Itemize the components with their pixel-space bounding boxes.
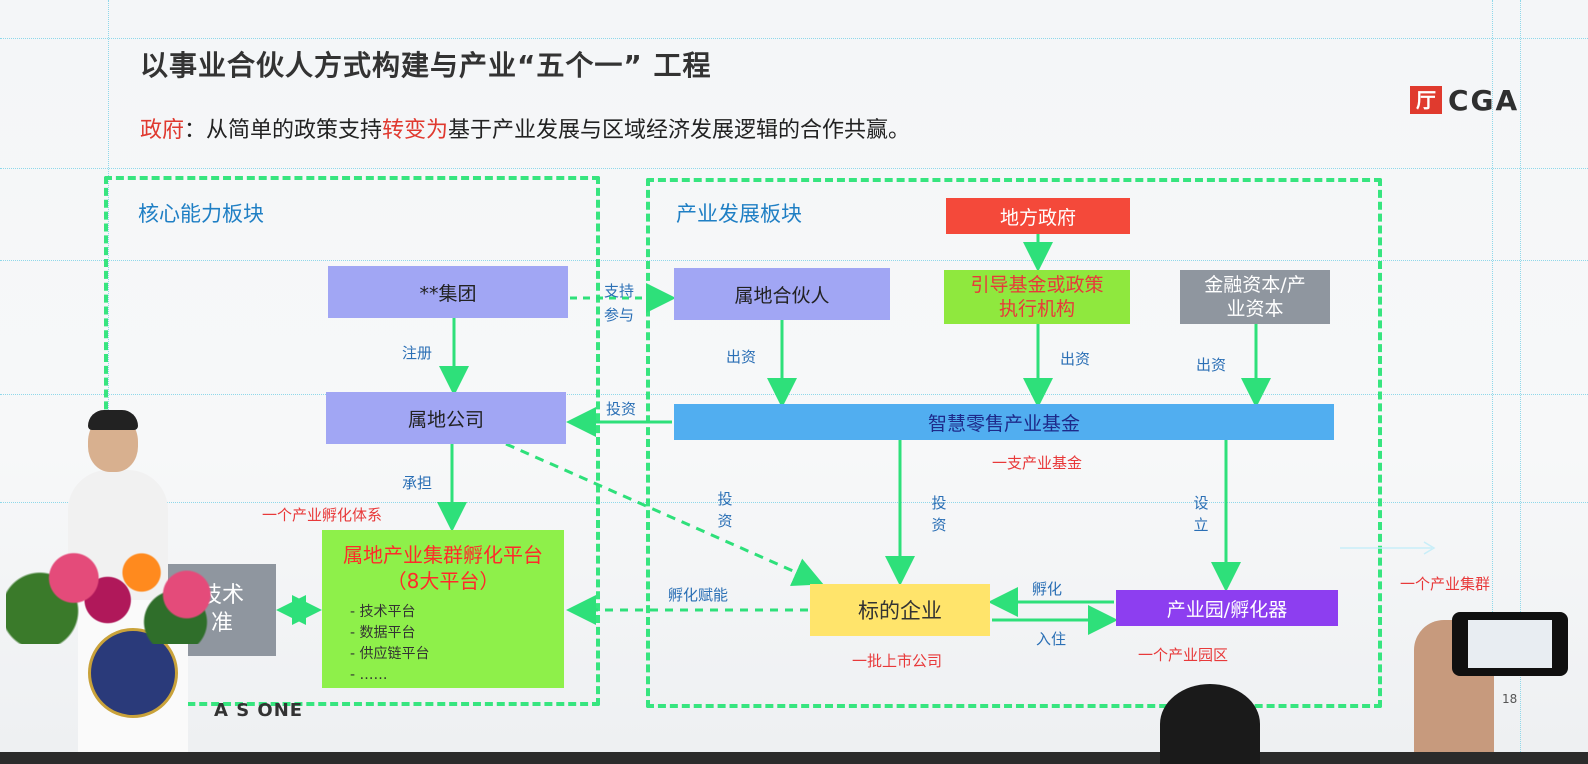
label-incubate: 孵化 — [1032, 580, 1063, 598]
node-incubation-platform: 属地产业集群孵化平台（8大平台） 技术平台 数据平台 供应链平台 …… — [322, 530, 564, 688]
cga-logo-mark: 厅 — [1410, 86, 1442, 114]
node-finance-capital: 金融资本/产业资本 — [1180, 270, 1330, 324]
note-listed-companies: 一批上市公司 — [852, 652, 943, 670]
label-invest-middle: 投资 — [931, 494, 947, 534]
flower-arrangement — [6, 534, 232, 644]
audience-head — [1160, 684, 1260, 764]
cga-logo-text: CGA — [1448, 84, 1520, 117]
subtitle-text-1: ：从简单的政策支持 — [184, 118, 383, 143]
arrow-company-to-target — [505, 442, 824, 587]
node-guide-fund: 引导基金或政策执行机构 — [944, 270, 1130, 324]
label-register: 注册 — [402, 344, 433, 362]
guide-line — [0, 38, 1588, 39]
guide-line — [1520, 0, 1521, 752]
guide-line — [0, 260, 1588, 261]
page-number: 18 — [1502, 692, 1518, 706]
guide-line — [1492, 0, 1493, 752]
arrow-to-cluster-head — [1423, 541, 1436, 555]
slide-subtitle: 政府：从简单的政策支持转变为基于产业发展与区域经济发展逻辑的合作共赢。 — [140, 112, 910, 144]
note-one-fund: 一支产业基金 — [992, 454, 1083, 472]
industry-development-frame — [646, 178, 1382, 708]
node-target-company: 标的企业 — [810, 584, 990, 636]
label-incubate-empower: 孵化赋能 — [668, 586, 729, 604]
platform-item: 供应链平台 — [350, 644, 430, 665]
speaker-hair — [88, 410, 138, 430]
label-support: 支持 — [604, 282, 635, 300]
label-capital-guide: 出资 — [1060, 350, 1091, 368]
label-capital-finance: 出资 — [1196, 356, 1227, 374]
label-settle: 入住 — [1036, 630, 1067, 648]
platform-item: …… — [350, 665, 430, 686]
label-undertake: 承担 — [402, 474, 433, 492]
platform-item: 技术平台 — [350, 602, 430, 623]
platform-item: 数据平台 — [350, 623, 430, 644]
subtitle-text-2: 基于产业发展与区域经济发展逻辑的合作共赢。 — [448, 118, 911, 143]
guide-line — [0, 502, 1588, 503]
platform-title: 属地产业集群孵化平台（8大平台） — [343, 543, 543, 593]
note-industrial-park: 一个产业园区 — [1138, 646, 1229, 664]
label-participate: 参与 — [604, 306, 635, 324]
brand-bottom: A S ONE — [214, 700, 304, 721]
node-smart-retail-fund: 智慧零售产业基金 — [674, 404, 1334, 440]
industry-section-title: 产业发展板块 — [676, 202, 802, 226]
guide-line — [0, 168, 1588, 169]
label-establish: 设立 — [1193, 494, 1209, 534]
node-industrial-park: 产业园/孵化器 — [1116, 590, 1338, 626]
label-invest-diagonal: 投资 — [717, 490, 733, 530]
subtitle-government: 政府 — [140, 118, 185, 143]
node-group: **集团 — [328, 266, 568, 318]
node-local-partner: 属地合伙人 — [674, 268, 890, 320]
core-section-title: 核心能力板块 — [138, 202, 264, 226]
guide-line — [108, 0, 109, 752]
phone-screen — [1468, 620, 1552, 668]
label-invest-left: 投资 — [606, 400, 637, 418]
label-capital-partner: 出资 — [726, 348, 757, 366]
note-incubation-system: 一个产业孵化体系 — [262, 506, 383, 524]
node-local-government: 地方政府 — [946, 198, 1130, 234]
note-industry-cluster: 一个产业集群 — [1400, 575, 1491, 593]
slide-title: 以事业合伙人方式构建与产业“五个一” 工程 — [140, 49, 712, 82]
cga-logo: 厅 CGA — [1410, 84, 1540, 118]
subtitle-transform: 转变为 — [382, 118, 449, 143]
node-local-company: 属地公司 — [326, 392, 566, 444]
platform-list: 技术平台 数据平台 供应链平台 …… — [322, 602, 430, 686]
